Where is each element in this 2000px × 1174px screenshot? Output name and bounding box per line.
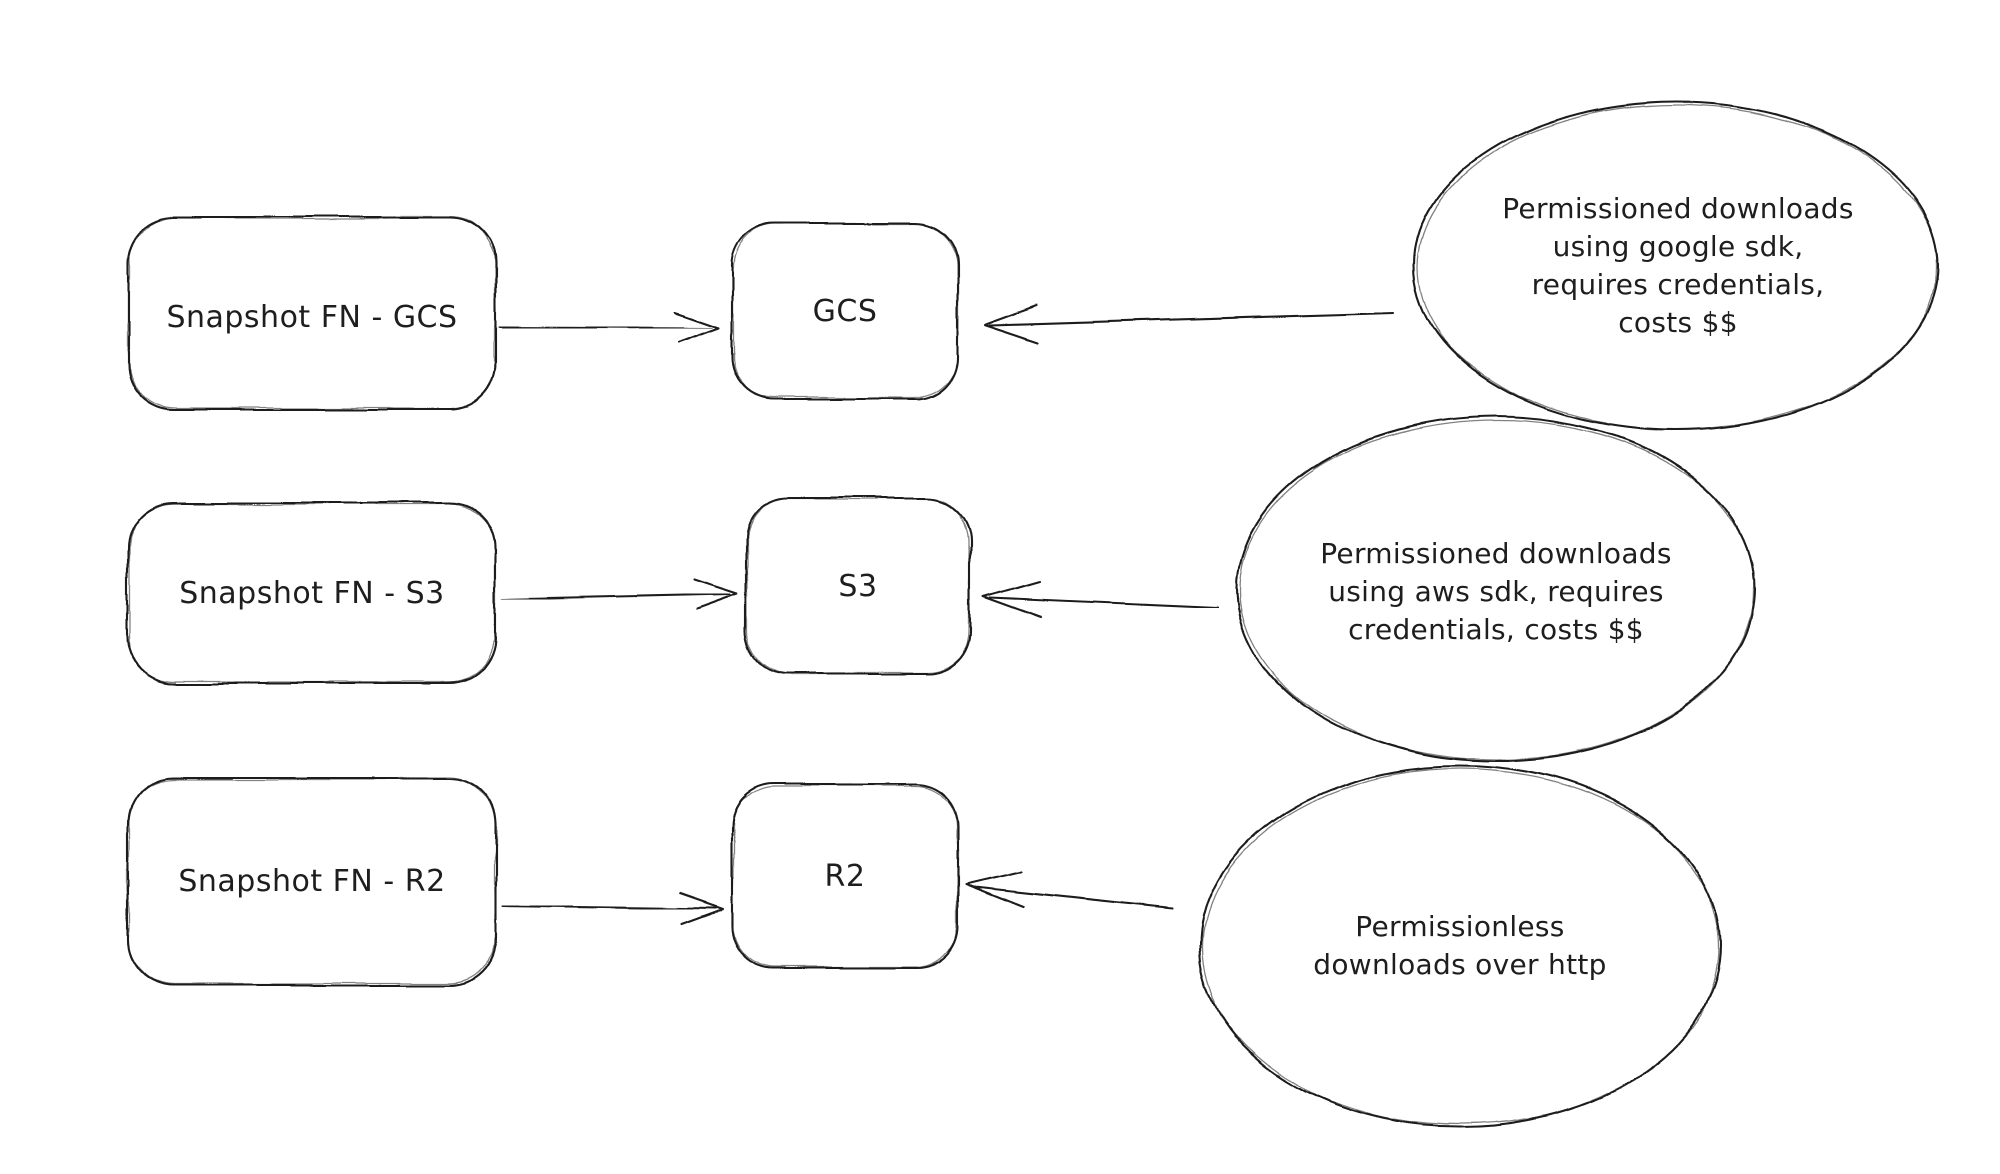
- snapshot-fn-gcs-node[interactable]: [128, 217, 496, 410]
- snapshot-fn-gcs-label: Snapshot FN - GCS: [166, 300, 458, 335]
- note-line: Permissioned downloads: [1320, 537, 1672, 570]
- snapshot-fn-r2-shape: [128, 778, 496, 985]
- gcs-node[interactable]: [732, 223, 958, 399]
- note-line: downloads over http: [1313, 948, 1607, 981]
- r2-node[interactable]: [732, 784, 958, 968]
- arrow-head-icon: [676, 313, 719, 343]
- arrow-head-icon: [966, 872, 1024, 908]
- gcs-shape: [732, 223, 958, 399]
- arrow-snapshot-to-s3[interactable]: [502, 580, 737, 609]
- snapshot-fn-gcs-shape: [128, 217, 496, 410]
- s3-label: S3: [838, 569, 878, 604]
- snapshot-fn-r2-label: Snapshot FN - R2: [178, 864, 446, 899]
- r2-shape-echo: [733, 785, 957, 967]
- snapshot-fn-r2-node[interactable]: [128, 778, 496, 985]
- snapshot-fn-r2-shape-echo: [129, 779, 495, 984]
- snapshot-fn-s3-shape-echo: [129, 504, 495, 682]
- s3-note-ellipse[interactable]: [1237, 417, 1755, 761]
- s3-note-text: Permissioned downloads using aws sdk, re…: [1320, 535, 1672, 649]
- r2-label: R2: [824, 859, 866, 894]
- arrow-head-icon: [680, 894, 723, 924]
- arrow-head-icon: [694, 580, 737, 609]
- note-line: credentials, costs $$: [1348, 613, 1644, 646]
- r2-note-shape-echo: [1203, 769, 1719, 1125]
- s3-shape-echo: [747, 499, 969, 673]
- arrow-line: [502, 906, 716, 909]
- note-line: Permissionless: [1355, 910, 1565, 943]
- note-line: using google sdk,: [1552, 230, 1804, 263]
- r2-note-shape: [1200, 766, 1720, 1126]
- s3-note-shape-echo: [1240, 420, 1754, 760]
- arrow-line: [502, 594, 730, 599]
- gcs-note-shape-echo: [1417, 105, 1937, 429]
- gcs-note-text: Permissioned downloads using google sdk,…: [1502, 190, 1854, 342]
- r2-note-text: Permissionless downloads over http: [1313, 908, 1606, 984]
- note-line: using aws sdk, requires: [1328, 575, 1664, 608]
- arrow-line: [990, 313, 1394, 325]
- arrow-line: [500, 327, 712, 328]
- arrow-head-icon: [984, 580, 1042, 617]
- note-line: requires credentials,: [1531, 268, 1825, 301]
- arrow-gcs-note-to-gcs[interactable]: [984, 306, 1394, 343]
- arrow-head-icon: [984, 306, 1038, 343]
- r2-note-ellipse[interactable]: [1200, 766, 1720, 1126]
- note-line: Permissioned downloads: [1502, 192, 1854, 225]
- arrow-snapshot-to-gcs[interactable]: [500, 313, 719, 343]
- arrow-line: [990, 597, 1218, 607]
- r2-shape: [732, 784, 958, 968]
- s3-node[interactable]: [746, 498, 970, 674]
- arrow-snapshot-to-r2[interactable]: [502, 894, 723, 924]
- snapshot-fn-gcs-shape-echo: [129, 218, 495, 409]
- snapshot-fn-s3-label: Snapshot FN - S3: [179, 576, 445, 611]
- gcs-note-shape: [1414, 102, 1938, 430]
- gcs-label: GCS: [812, 294, 878, 329]
- note-line: costs $$: [1618, 306, 1738, 339]
- gcs-shape-echo: [733, 224, 957, 398]
- arrow-s3-note-to-s3[interactable]: [984, 580, 1218, 617]
- gcs-note-ellipse[interactable]: [1414, 102, 1938, 430]
- arrow-line: [974, 887, 1172, 908]
- arrow-r2-note-to-r2[interactable]: [966, 872, 1172, 908]
- s3-shape: [746, 498, 970, 674]
- snapshot-fn-s3-node[interactable]: [128, 503, 496, 683]
- s3-note-shape: [1237, 417, 1755, 761]
- snapshot-fn-s3-shape: [128, 503, 496, 683]
